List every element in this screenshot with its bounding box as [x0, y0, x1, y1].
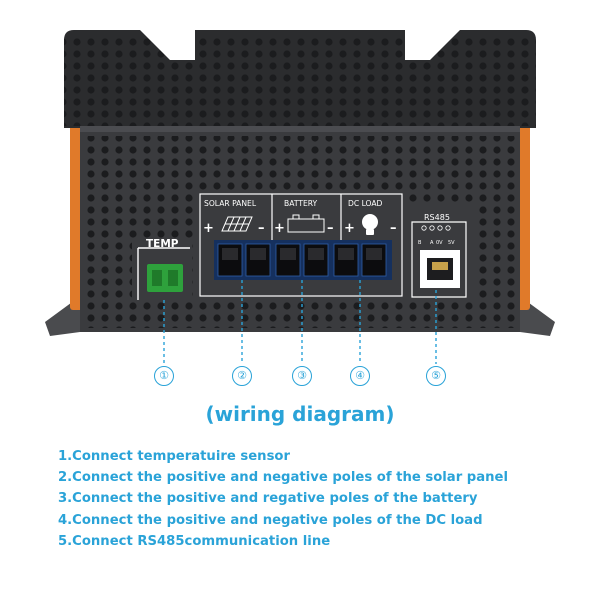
callout-2: ②	[232, 366, 252, 386]
callout-4: ④	[350, 366, 370, 386]
battery-icon	[287, 214, 325, 233]
svg-text:–: –	[258, 221, 265, 236]
svg-text:A: A	[430, 240, 434, 246]
callout-lines	[163, 280, 437, 364]
step-2: 2.Connect the positive and negative pole…	[58, 470, 508, 486]
svg-text:–: –	[327, 221, 334, 236]
svg-text:–: –	[390, 221, 397, 236]
diagram-title: (wiring diagram)	[205, 402, 395, 426]
rs485-label: RS485	[424, 213, 450, 222]
dc-load-label: DC LOAD	[348, 199, 383, 208]
callout-1: ①	[154, 366, 174, 386]
step-1: 1.Connect temperatuire sensor	[58, 449, 290, 464]
svg-text:B: B	[418, 240, 422, 246]
temp-label: TEMP	[146, 238, 179, 250]
bulb-icon	[362, 214, 378, 235]
charge-controller-illustration: TEMP SOLAR PANEL BATTERY DC LOAD + – + –…	[45, 30, 555, 364]
wiring-steps-list: 1.Connect temperatuire sensor 2.Connect …	[58, 446, 508, 552]
svg-text:0V: 0V	[436, 240, 443, 246]
svg-text:+: +	[344, 221, 355, 236]
step-4: 4.Connect the positive and negative pole…	[58, 512, 483, 528]
solar-panel-label: SOLAR PANEL	[204, 199, 257, 208]
callout-3: ③	[292, 366, 312, 386]
step-5: 5.Connect RS485communication line	[58, 533, 331, 549]
svg-text:+: +	[274, 221, 285, 236]
rs485-pin-icons	[421, 225, 451, 231]
step-3: 3.Connect the positive and regative pole…	[58, 491, 478, 507]
svg-text:5V: 5V	[448, 240, 455, 246]
battery-label: BATTERY	[284, 199, 318, 208]
solar-panel-icon	[221, 216, 253, 232]
svg-text:+: +	[203, 221, 214, 236]
callout-5: ⑤	[426, 366, 446, 386]
